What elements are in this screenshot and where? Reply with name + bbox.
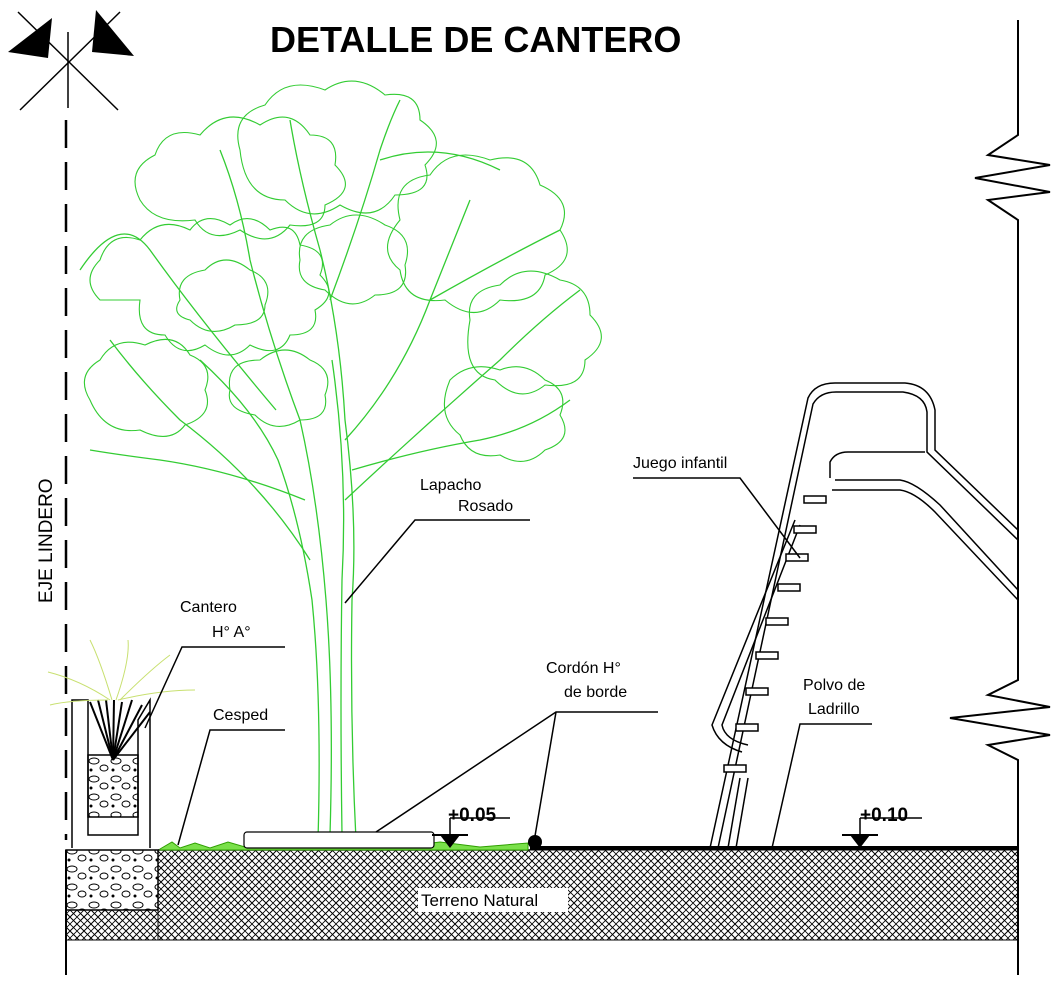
- slide-icon: [709, 382, 1019, 849]
- brick-label-line1: Polvo de: [803, 677, 865, 694]
- drawing-title: DETALLE DE CANTERO: [270, 19, 681, 60]
- curb-label-line1: Cordón H°: [546, 660, 621, 677]
- curb-label-line2: de borde: [564, 684, 627, 701]
- planter-box: [71, 697, 151, 848]
- ladder-rungs: [723, 495, 827, 773]
- play-equipment-label: Juego infantil: [633, 455, 727, 472]
- grass-leader: [177, 729, 285, 846]
- planter-grass-icon: [89, 699, 151, 761]
- curb-bullet: [528, 835, 542, 849]
- brick-leader: [771, 723, 872, 849]
- level-right-text: +0.10: [860, 805, 908, 826]
- tree-label-line2: Rosado: [458, 498, 513, 515]
- grass-label: Cesped: [213, 707, 268, 724]
- level-mark-left: [432, 817, 510, 848]
- level-mark-right: [842, 817, 922, 848]
- axis-symbol-icon: [8, 10, 134, 111]
- planter-label-line1: Cantero: [180, 599, 237, 616]
- tree-label-line1: Lapacho: [420, 477, 481, 494]
- brick-label-line2: Ladrillo: [808, 701, 860, 718]
- natural-terrain-hatch: [157, 849, 1019, 941]
- level-left-text: +0.05: [448, 805, 497, 826]
- planter-leader: [144, 646, 285, 729]
- terrain-label: Terreno Natural: [421, 891, 538, 910]
- axis-label: EJE LINDERO: [36, 478, 57, 603]
- planter-label-line2: H° A°: [212, 624, 251, 641]
- tree-leader: [344, 519, 530, 604]
- tree-edge-curb: [243, 831, 435, 849]
- curb-leader: [375, 711, 658, 833]
- play-equipment-leader: [633, 477, 801, 559]
- break-line-right: [949, 20, 1051, 975]
